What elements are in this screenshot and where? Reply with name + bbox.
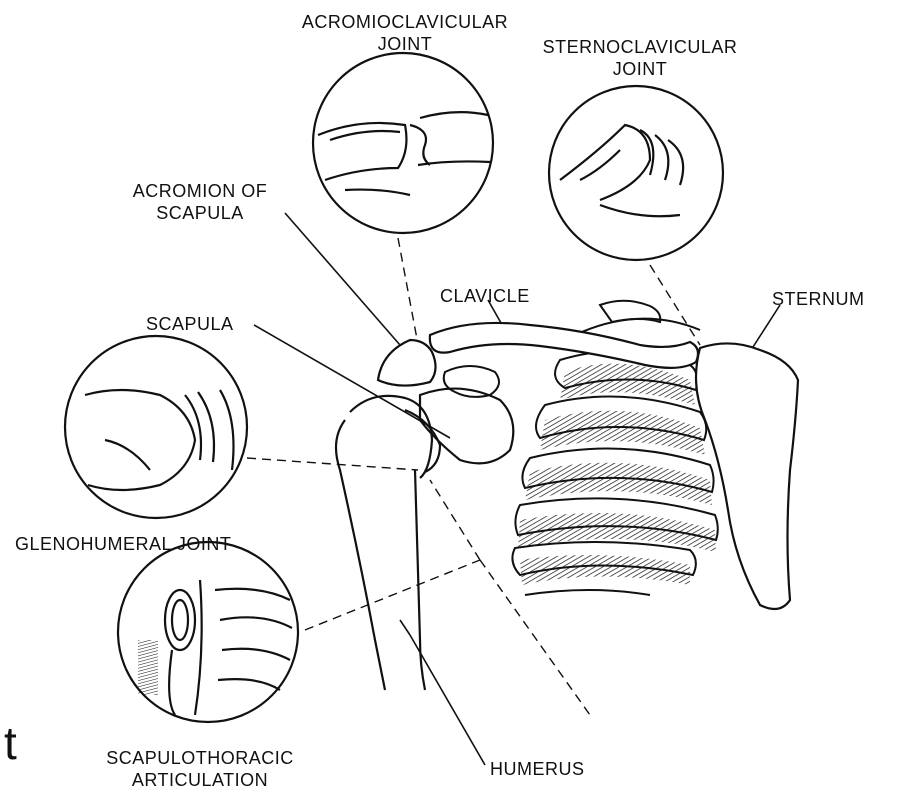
- glenohumeral-detail: [65, 336, 247, 518]
- scapulothoracic-detail: [118, 542, 298, 722]
- label-acromioclavicular-joint: ACROMIOCLAVICULAR JOINT: [275, 11, 535, 55]
- label-sternoclavicular-line1: STERNOCLAVICULAR: [515, 36, 765, 58]
- label-scapulothoracic-articulation: SCAPULOTHORACIC ARTICULATION: [80, 747, 320, 791]
- humerus: [336, 396, 440, 690]
- sternum: [696, 343, 798, 609]
- label-scapulothoracic-line1: SCAPULOTHORACIC: [80, 747, 320, 769]
- label-scapula: SCAPULA: [146, 313, 234, 335]
- clavicle: [430, 323, 698, 368]
- acromion-leader: [285, 213, 400, 345]
- label-scapulothoracic-line2: ARTICULATION: [80, 769, 320, 791]
- label-sternoclavicular-joint: STERNOCLAVICULAR JOINT: [515, 36, 765, 80]
- label-acromion-of-scapula: ACROMION OF SCAPULA: [110, 180, 290, 224]
- label-acromioclavicular-line1: ACROMIOCLAVICULAR: [275, 11, 535, 33]
- label-sternum: STERNUM: [772, 288, 865, 310]
- sternoclavicular-detail: [549, 86, 723, 260]
- label-sternoclavicular-line2: JOINT: [515, 58, 765, 80]
- label-glenohumeral-joint: GLENOHUMERAL JOINT: [15, 533, 231, 555]
- label-humerus: HUMERUS: [490, 758, 585, 780]
- acromioclavicular-detail: [313, 53, 493, 233]
- stray-text: t: [4, 720, 17, 766]
- label-acromioclavicular-line2: JOINT: [275, 33, 535, 55]
- label-acromion-line2: SCAPULA: [110, 202, 290, 224]
- scapula: [378, 340, 513, 463]
- label-acromion-line1: ACROMION OF: [110, 180, 290, 202]
- label-clavicle: CLAVICLE: [440, 285, 530, 307]
